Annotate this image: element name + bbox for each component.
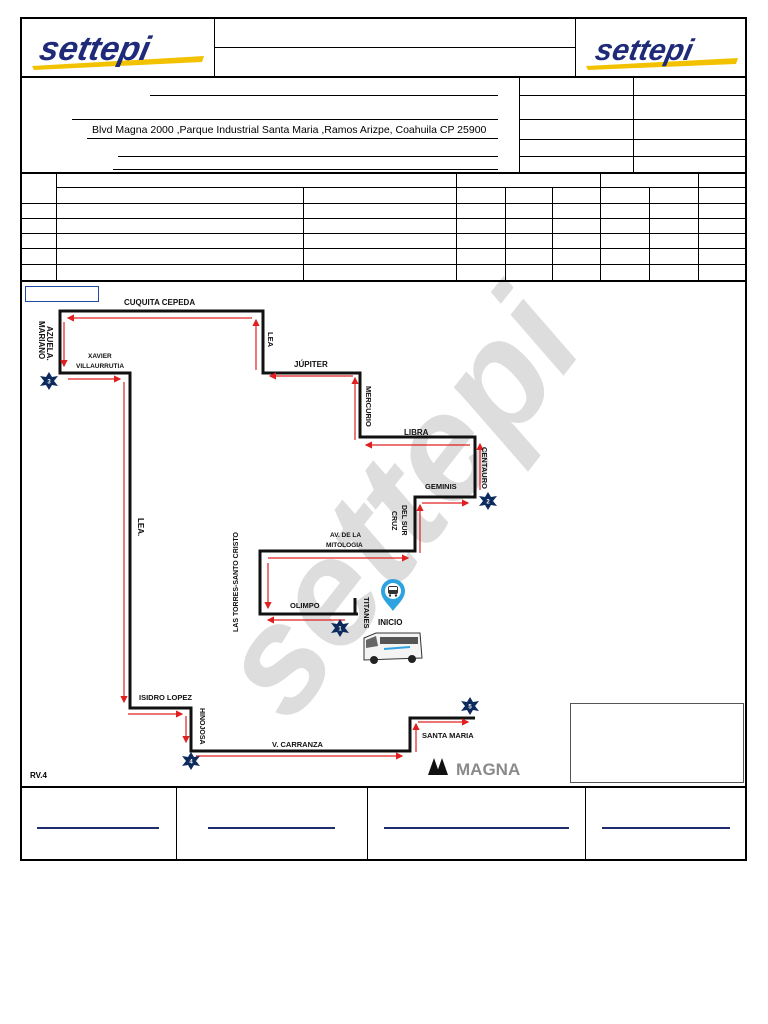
stop-number: 5 — [468, 705, 472, 711]
direction-arrows — [60, 314, 484, 760]
street-label: OLIMPO — [290, 601, 320, 610]
street-label: ISIDRO LOPEZ — [139, 693, 192, 702]
stop-1-star-badge-icon: 1 — [331, 619, 349, 637]
schedule-col — [698, 173, 699, 281]
signature-row — [20, 786, 747, 861]
stop-number: 4 — [189, 760, 193, 766]
blank-field-line — [72, 119, 498, 120]
schedule-row — [57, 187, 746, 188]
info-table-row — [520, 119, 746, 120]
brand-logo-left: settepi — [24, 22, 212, 72]
watermark: settepi — [183, 259, 615, 746]
watermark-text: settepi — [183, 259, 615, 746]
street-label: INICIO — [378, 618, 402, 627]
schedule-row — [21, 264, 746, 265]
signature-line — [208, 827, 335, 829]
street-label: VILLAURRUTIA — [76, 363, 124, 370]
street-label: SANTA MARIA — [422, 731, 474, 740]
bus-pin-icon — [381, 579, 405, 611]
magna-logo: MAGNA — [428, 758, 520, 779]
street-label: LIBRA — [404, 428, 429, 437]
signature-line — [37, 827, 159, 829]
brand-logo-left-text: settepi — [36, 30, 155, 68]
schedule-col — [456, 173, 457, 281]
signature-line — [602, 827, 730, 829]
magna-logo-text: MAGNA — [456, 760, 520, 779]
blank-field-line — [87, 138, 498, 139]
schedule-col — [56, 173, 57, 281]
schedule-col — [649, 187, 650, 281]
revision-label: RV.4 — [30, 771, 47, 780]
stop-3-star-badge-icon: 3 — [40, 372, 58, 390]
bus-icon — [363, 632, 423, 664]
street-label: LEA. — [136, 518, 145, 536]
street-label: CUQUITA CEPEDA — [124, 298, 195, 307]
stop-5-star-badge-icon: 5 — [461, 697, 479, 715]
schedule-col — [303, 187, 304, 281]
stop-2-star-badge-icon: 2 — [479, 492, 497, 510]
schedule-col — [505, 187, 506, 281]
street-label: DEL SUR — [400, 505, 407, 536]
info-table-row — [520, 95, 746, 96]
notes-box — [570, 703, 744, 783]
schedule-row — [21, 233, 746, 234]
street-label: GEMINIS — [425, 482, 457, 491]
stop-number: 2 — [486, 500, 490, 506]
address-text: Blvd Magna 2000 ,Parque Industrial Santa… — [92, 124, 487, 136]
street-label: AZUELA. — [45, 326, 54, 361]
blank-field-line — [113, 169, 498, 170]
schedule-row — [21, 218, 746, 219]
signature-divider — [176, 787, 177, 860]
street-label: MERCURIO — [364, 386, 373, 427]
street-label: CENTAURO — [480, 447, 489, 489]
street-label: TITANES — [362, 597, 371, 629]
brand-logo-right: settepi — [580, 22, 743, 72]
info-table-row — [520, 156, 746, 157]
street-label: V. CARRANZA — [272, 740, 324, 749]
street-label: XAVIER — [88, 353, 112, 360]
schedule-col — [552, 187, 553, 281]
info-table-row — [520, 139, 746, 140]
schedule-col — [600, 173, 601, 281]
schedule-row — [21, 203, 746, 204]
street-label: JÚPITER — [294, 360, 328, 369]
header-divider — [575, 18, 576, 77]
header-divider — [215, 47, 575, 48]
street-label: MARIANO — [37, 321, 46, 359]
street-label: CRUZ — [390, 511, 397, 531]
street-label: AV. DE LA — [330, 532, 361, 539]
blank-field-line — [150, 95, 498, 96]
route-path — [58, 309, 477, 753]
street-label: LEA — [266, 332, 275, 348]
signature-line — [384, 827, 569, 829]
street-label: MITOLOGIA — [326, 542, 363, 549]
address-divider — [519, 77, 520, 173]
route-title-box — [25, 286, 99, 302]
blank-field-line — [118, 156, 498, 157]
signature-divider — [585, 787, 586, 860]
stop-4-star-badge-icon: 4 — [182, 752, 200, 770]
street-label: LAS TORRES-SANTO CRISTO — [233, 531, 240, 632]
header-divider — [214, 18, 215, 77]
signature-divider — [367, 787, 368, 860]
info-table-divider — [633, 77, 634, 173]
street-label: HINOJOSA — [198, 708, 205, 745]
schedule-row — [21, 248, 746, 249]
stop-number: 3 — [47, 380, 51, 386]
brand-logo-right-text: settepi — [592, 34, 696, 67]
stop-number: 1 — [338, 627, 342, 633]
